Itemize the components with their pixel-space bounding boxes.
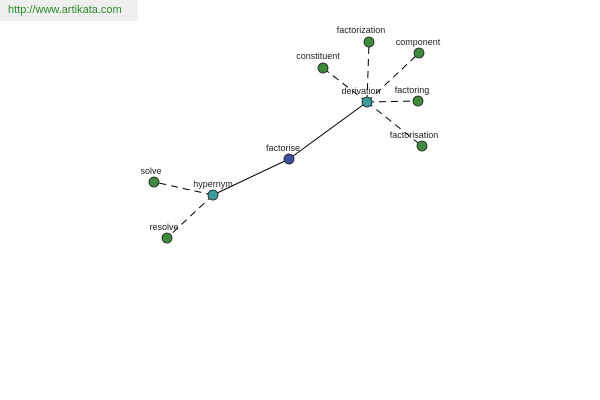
node-factorise[interactable]: factorise — [266, 143, 300, 165]
node-label-constituent: constituent — [296, 51, 340, 61]
edge-hypernym-solve — [153, 181, 214, 196]
node-dot-derivation[interactable] — [361, 96, 373, 108]
node-factorisation[interactable]: factorisation — [390, 130, 439, 152]
nodes-layer: factorise hypernym derivation solve resolve f… — [140, 25, 441, 244]
node-label-component: component — [396, 37, 441, 47]
node-label-factorise: factorise — [266, 143, 300, 153]
node-label-solve: solve — [140, 166, 161, 176]
node-dot-factorization[interactable] — [363, 36, 375, 48]
node-factorization[interactable]: factorization — [337, 25, 386, 48]
node-factoring[interactable]: factoring — [395, 85, 430, 107]
edge-hypernym-resolve — [166, 194, 214, 239]
node-derivation[interactable]: derivation — [341, 86, 381, 108]
node-hypernym[interactable]: hypernym — [193, 179, 233, 201]
node-label-hypernym: hypernym — [193, 179, 233, 189]
edge-factorise-derivation — [288, 101, 368, 160]
node-dot-hypernym[interactable] — [207, 189, 219, 201]
node-dot-solve[interactable] — [148, 176, 160, 188]
node-label-factorisation: factorisation — [390, 130, 439, 140]
edge-derivation-factoring — [366, 100, 419, 103]
node-label-derivation: derivation — [341, 86, 380, 96]
edge-derivation-factorization — [366, 41, 370, 103]
node-dot-factoring[interactable] — [412, 95, 424, 107]
node-dot-component[interactable] — [413, 47, 425, 59]
watermark-link[interactable]: http://www.artikata.com — [0, 0, 138, 21]
node-dot-factorise[interactable] — [283, 153, 295, 165]
node-solve[interactable]: solve — [140, 166, 162, 188]
node-constituent[interactable]: constituent — [296, 51, 340, 74]
node-dot-constituent[interactable] — [317, 62, 329, 74]
node-resolve[interactable]: resolve — [149, 222, 179, 244]
node-label-factoring: factoring — [395, 85, 430, 95]
node-label-factorization: factorization — [337, 25, 386, 35]
edges-layer — [153, 41, 423, 239]
node-label-resolve: resolve — [149, 222, 178, 232]
node-dot-factorisation[interactable] — [416, 140, 428, 152]
node-dot-resolve[interactable] — [161, 232, 173, 244]
edge-factorise-hypernym — [212, 158, 290, 196]
edge-derivation-constituent — [322, 67, 368, 103]
node-component[interactable]: component — [396, 37, 441, 59]
